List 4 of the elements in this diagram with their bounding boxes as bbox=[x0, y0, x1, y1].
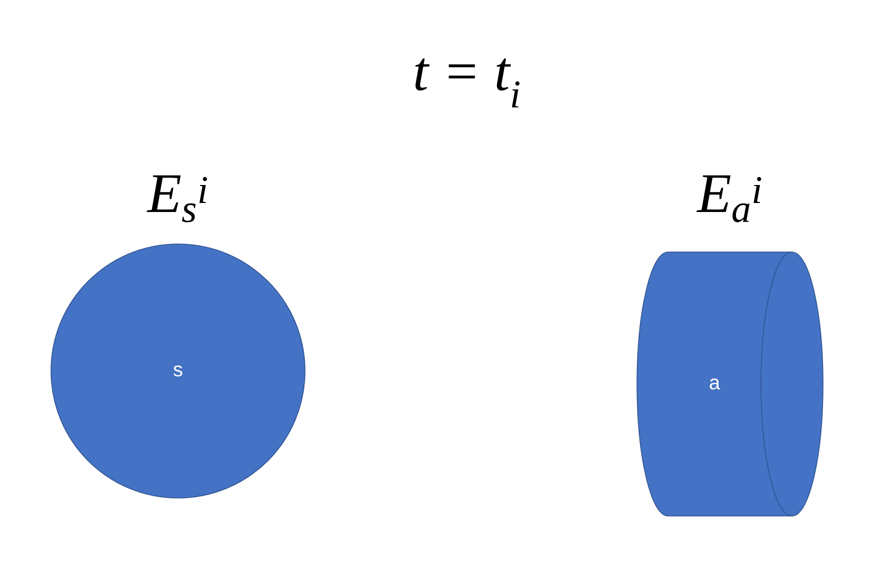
heading: E$_{a}$$^{i}$ bbox=[696, 175, 762, 222]
heading: E$_{s}$$^{i}$ bbox=[146, 175, 207, 222]
title: t = t$_{i}$ bbox=[415, 58, 520, 108]
cylinder: a bbox=[636, 252, 824, 516]
